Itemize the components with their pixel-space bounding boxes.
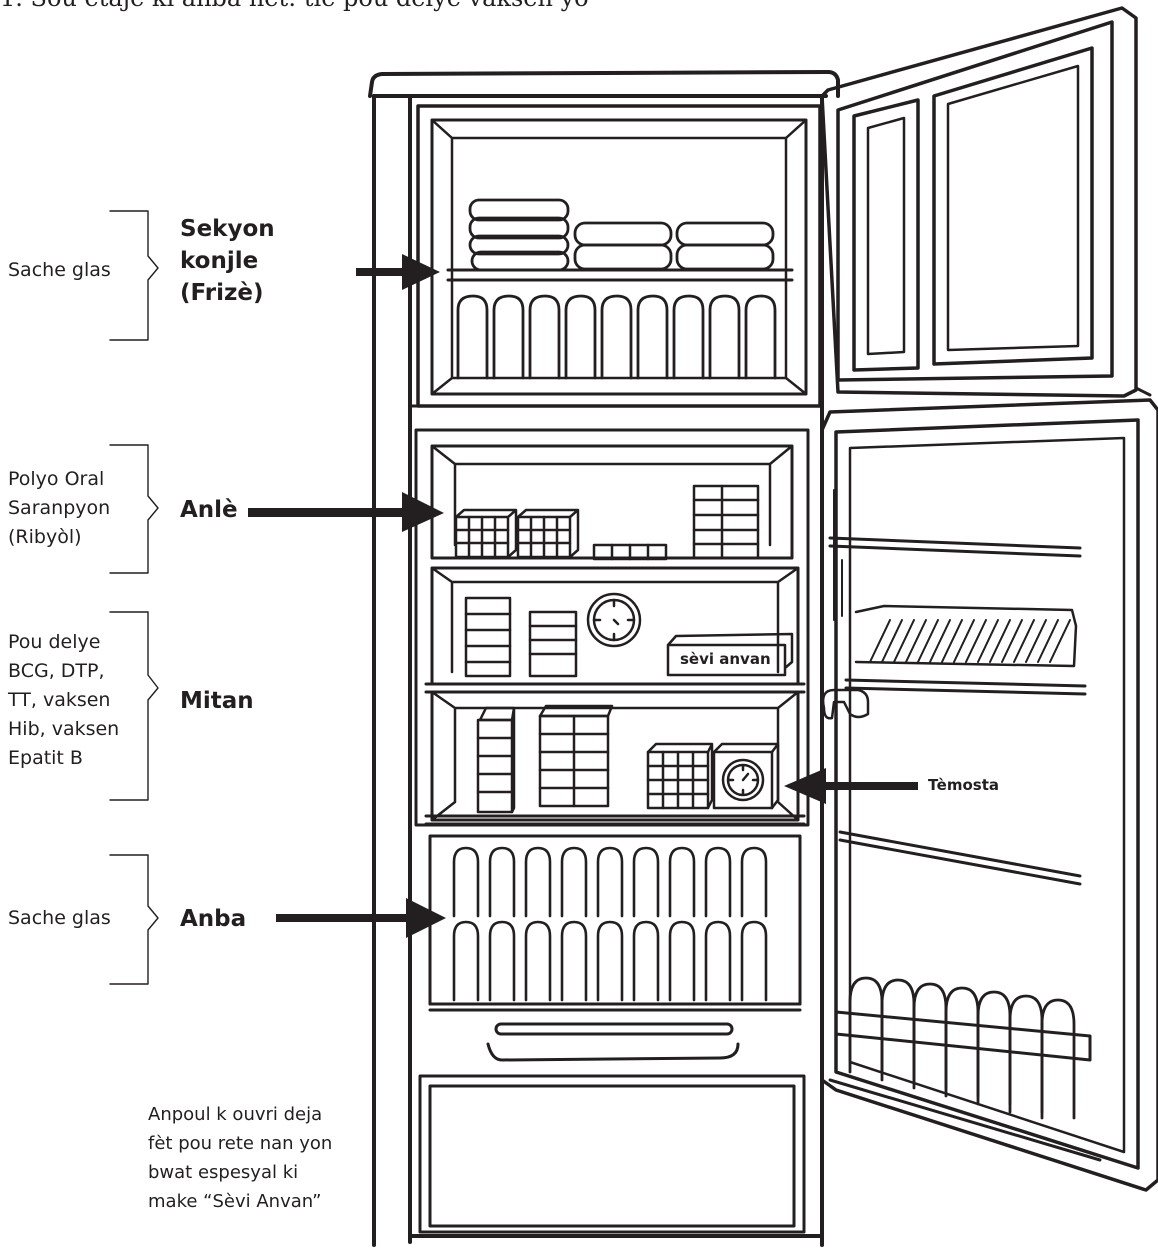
arrow-thermostat	[784, 768, 918, 804]
refrigerator-shelves	[414, 428, 810, 827]
stacked-ice-packs	[468, 198, 775, 272]
footnote: Anpoul k ouvri deja fèt pou rete nan yon…	[148, 1104, 333, 1212]
left-label-bottom: Sache glas	[8, 907, 111, 929]
left-label-middle: Pou delye BCG, DTP, TT, vaksen Hib, vaks…	[8, 631, 120, 769]
pointer-arrows	[248, 254, 918, 938]
thermostat-label: Tèmosta	[928, 776, 1000, 794]
door-bottle-rack	[828, 976, 1102, 1162]
upright-ice-packs-freezer	[456, 294, 777, 380]
left-label-freezer: Sache glas	[8, 259, 111, 281]
zone-middle: Mitan	[180, 688, 254, 714]
zone-freezer: Sekyon konjle (Frizè)	[180, 216, 275, 306]
lower-shelf-vaccines	[476, 704, 780, 814]
zone-upper: Anlè	[180, 497, 238, 523]
refrigerator-door	[820, 398, 1158, 1192]
freezer-door	[820, 6, 1152, 398]
header-text: 1. Sou etajè ki anba nèt: tiè pou delye …	[0, 0, 589, 12]
zone-bottom: Anba	[180, 906, 247, 932]
label-brackets	[109, 210, 159, 985]
arrow-anle	[248, 492, 444, 532]
bottom-shelf-ice-packs	[428, 834, 802, 1012]
arrow-anba	[276, 898, 446, 938]
upper-shelf-vials	[454, 484, 760, 561]
middle-shelf-vaccines	[464, 592, 794, 678]
use-first-box-label: sèvi anvan	[680, 650, 771, 668]
crisper-drawer	[418, 1022, 806, 1234]
freezer-compartment	[408, 104, 824, 408]
left-label-upper: Polyo Oral Saranpyon (Ribyòl)	[8, 468, 111, 548]
fridge-body	[368, 70, 840, 1247]
arrow-freezer	[356, 254, 440, 290]
